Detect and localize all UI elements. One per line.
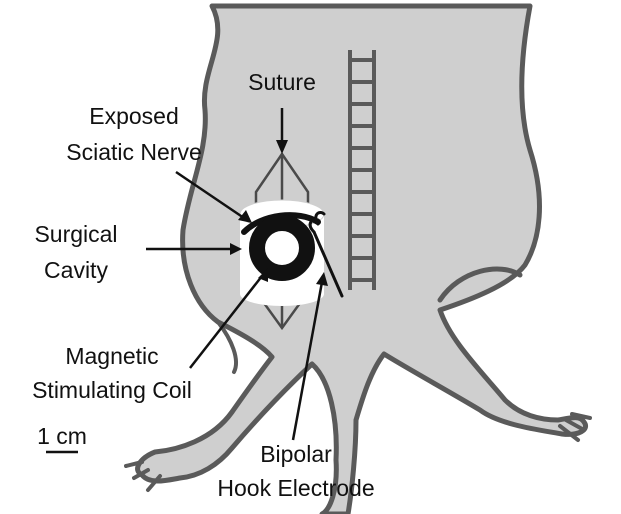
- label-suture: Suture: [248, 69, 316, 95]
- label-scale: 1 cm: [37, 423, 87, 449]
- label-surgical-line2: Cavity: [44, 257, 108, 283]
- label-exposed-line2: Sciatic Nerve: [66, 139, 201, 165]
- label-magnetic-line1: Magnetic: [65, 343, 158, 369]
- label-exposed-line1: Exposed: [89, 103, 179, 129]
- label-bipolar-line1: Bipolar: [260, 441, 332, 467]
- label-magnetic-line2: Stimulating Coil: [32, 377, 192, 403]
- label-surgical-line1: Surgical: [34, 221, 117, 247]
- label-bipolar-line2: Hook Electrode: [217, 475, 374, 501]
